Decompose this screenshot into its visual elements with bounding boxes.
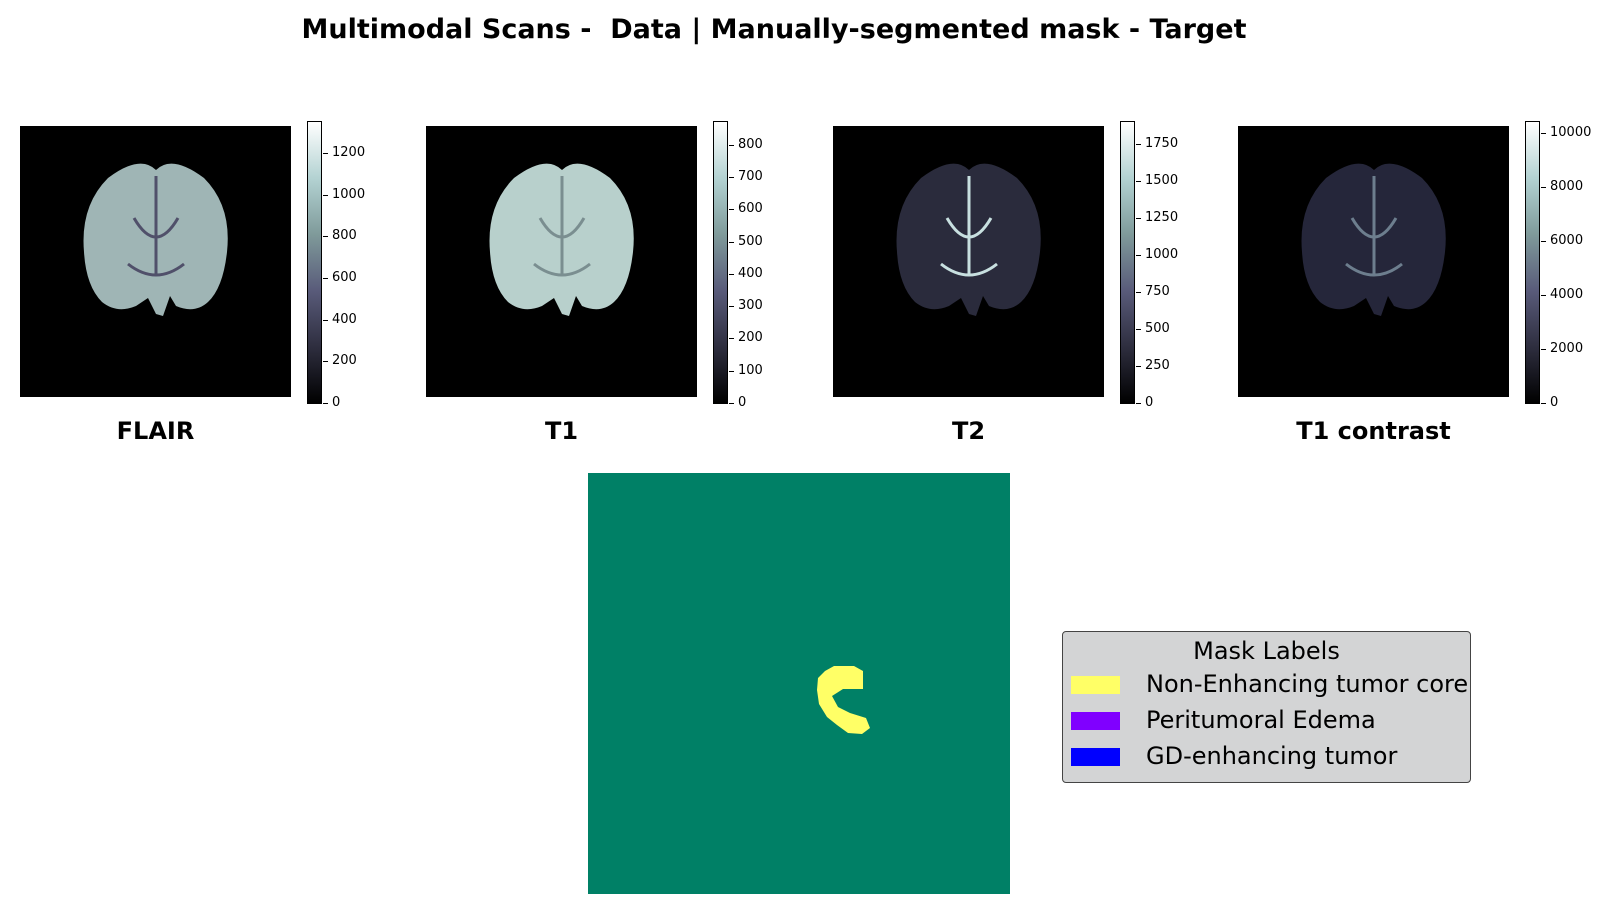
colorbar-tick-label: 1500	[1145, 173, 1179, 189]
colorbar-tick	[729, 209, 734, 211]
colorbar-tick	[729, 370, 734, 372]
colorbar-tick-label: 700	[738, 168, 763, 184]
colorbar-tick-label: 4000	[1550, 286, 1584, 302]
colorbar-tick-label: 400	[738, 265, 763, 281]
brain-slice	[83, 163, 228, 316]
colorbar-t1-contrast: 0 2000 4000 6000 8000 10000	[1525, 121, 1591, 410]
colorbar-tick	[323, 403, 328, 404]
colorbar-tick-label: 1750	[1145, 136, 1179, 152]
tumor-core-region	[817, 666, 870, 734]
colorbar-tick	[729, 144, 734, 146]
colorbar-tick	[1541, 132, 1546, 134]
colorbar-tick-label: 8000	[1550, 178, 1584, 194]
colorbar-tick-label: 500	[1145, 321, 1170, 337]
brain-slice	[896, 163, 1041, 316]
colorbar-tick-label: 400	[332, 311, 357, 327]
brain-slice	[489, 163, 634, 316]
segmentation-mask	[588, 473, 1010, 894]
colorbar-tick	[1541, 186, 1546, 188]
scan-image-t1	[426, 126, 697, 397]
legend-swatch	[1071, 748, 1120, 766]
scan-label-t1: T1	[544, 417, 579, 445]
mask-canvas	[817, 666, 870, 734]
colorbar-t2: 0 250 500 750 1000 1250 1500 1750	[1120, 121, 1178, 410]
scan-image-t1-contrast	[1238, 126, 1509, 397]
colorbar-tick-label: 0	[332, 395, 341, 410]
colorbar-tick	[323, 153, 328, 155]
brain-structure	[533, 176, 591, 277]
scan-label-t2: T2	[951, 417, 986, 445]
colorbar-tick-label: 1250	[1145, 210, 1179, 226]
colorbar-tick	[1136, 329, 1141, 331]
colorbar-flair: 0 200 400 600 800 1000 1200	[307, 121, 365, 410]
colorbar-tick	[729, 273, 734, 275]
colorbar-tick-label: 200	[738, 330, 763, 346]
colorbar-tick	[729, 338, 734, 340]
brain-structure	[127, 176, 185, 277]
colorbar-tick	[1136, 403, 1141, 404]
scan-label-t1-contrast: T1 contrast	[1296, 417, 1451, 445]
colorbar-t1: 0 100 200 300 400 500 600 700 800	[713, 121, 763, 410]
colorbar-tick-label: 0	[1550, 395, 1559, 410]
colorbar-tick	[729, 403, 734, 404]
colorbar-tick	[323, 319, 328, 321]
colorbar-tick	[1136, 292, 1141, 294]
colorbar-tick	[1541, 240, 1546, 242]
colorbar-tick-label: 300	[738, 298, 763, 314]
colorbar-tick	[1541, 403, 1546, 404]
legend-swatch	[1071, 712, 1120, 730]
colorbar-tick	[1136, 181, 1141, 183]
colorbar-tick-label: 1000	[1145, 247, 1179, 263]
colorbar-tick	[1136, 366, 1141, 368]
legend-swatch	[1071, 676, 1120, 694]
colorbar-tick-label: 600	[738, 201, 763, 217]
colorbar-tick	[323, 236, 328, 238]
scan-label-flair: FLAIR	[116, 417, 195, 445]
brain-slice	[1301, 163, 1446, 316]
colorbar-tick-label: 100	[738, 362, 763, 378]
colorbar-tick	[1541, 348, 1546, 350]
colorbar-tick	[1136, 218, 1141, 220]
colorbar-tick	[729, 306, 734, 308]
colorbar-tick-label: 0	[1145, 395, 1154, 410]
mask-legend: Mask Labels Non-Enhancing tumor core Per…	[1062, 631, 1471, 783]
colorbar-tick-label: 600	[332, 270, 357, 286]
legend-label: GD-enhancing tumor	[1146, 742, 1398, 770]
scan-image-flair	[20, 126, 291, 397]
colorbar-tick-label: 800	[332, 228, 357, 244]
colorbar-tick-label: 800	[738, 136, 763, 152]
colorbar-tick-label: 750	[1145, 284, 1170, 300]
legend-label: Peritumoral Edema	[1146, 706, 1376, 734]
colorbar-tick	[323, 361, 328, 363]
colorbar-tick	[323, 194, 328, 196]
colorbar-tick-label: 1200	[332, 145, 366, 161]
scan-image-t2	[833, 126, 1104, 397]
colorbar-tick	[323, 278, 328, 280]
legend-title: Mask Labels	[1193, 637, 1340, 665]
brain-structure	[940, 176, 998, 277]
colorbar-tick-label: 2000	[1550, 340, 1584, 356]
colorbar-tick	[729, 241, 734, 243]
colorbar-tick-label: 250	[1145, 358, 1170, 374]
colorbar-tick	[1136, 144, 1141, 146]
colorbar-tick-label: 6000	[1550, 232, 1584, 248]
colorbar-tick-label: 10000	[1550, 124, 1592, 140]
colorbar-tick	[1541, 294, 1546, 296]
colorbar-tick-label: 500	[738, 233, 763, 249]
figure-title: Multimodal Scans - Data | Manually-segme…	[301, 14, 1247, 45]
colorbar-tick-label: 200	[332, 353, 357, 369]
colorbar-tick-label: 1000	[332, 186, 366, 202]
colorbar-tick	[729, 176, 734, 178]
brain-structure	[1345, 176, 1403, 277]
colorbar-tick	[1136, 255, 1141, 257]
colorbar-tick-label: 0	[738, 395, 747, 410]
legend-label: Non-Enhancing tumor core	[1146, 670, 1469, 698]
